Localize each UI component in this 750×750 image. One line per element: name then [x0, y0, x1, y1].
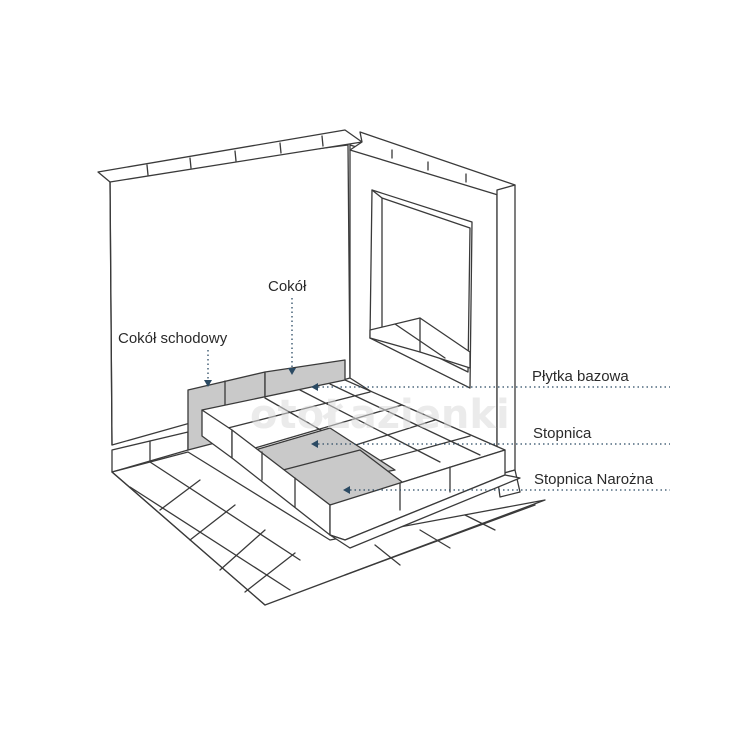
label-plytka-bazowa: Płytka bazowa	[532, 368, 629, 385]
label-stopnica-narozna: Stopnica Narożna	[534, 471, 654, 488]
label-stopnica: Stopnica	[533, 425, 592, 442]
right-wall	[349, 131, 516, 476]
leader-cokol-schodowy	[204, 350, 212, 387]
watermark: otoŁazienki	[250, 392, 510, 438]
leader-stopnica-narozna	[343, 486, 670, 494]
label-cokol-schodowy: Cokół schodowy	[118, 330, 228, 347]
leader-plytka-bazowa	[311, 383, 670, 391]
floor	[111, 451, 546, 606]
platform	[187, 359, 521, 549]
leader-cokol	[288, 298, 296, 375]
label-cokol: Cokół	[268, 278, 307, 295]
leader-stopnica	[311, 440, 670, 448]
